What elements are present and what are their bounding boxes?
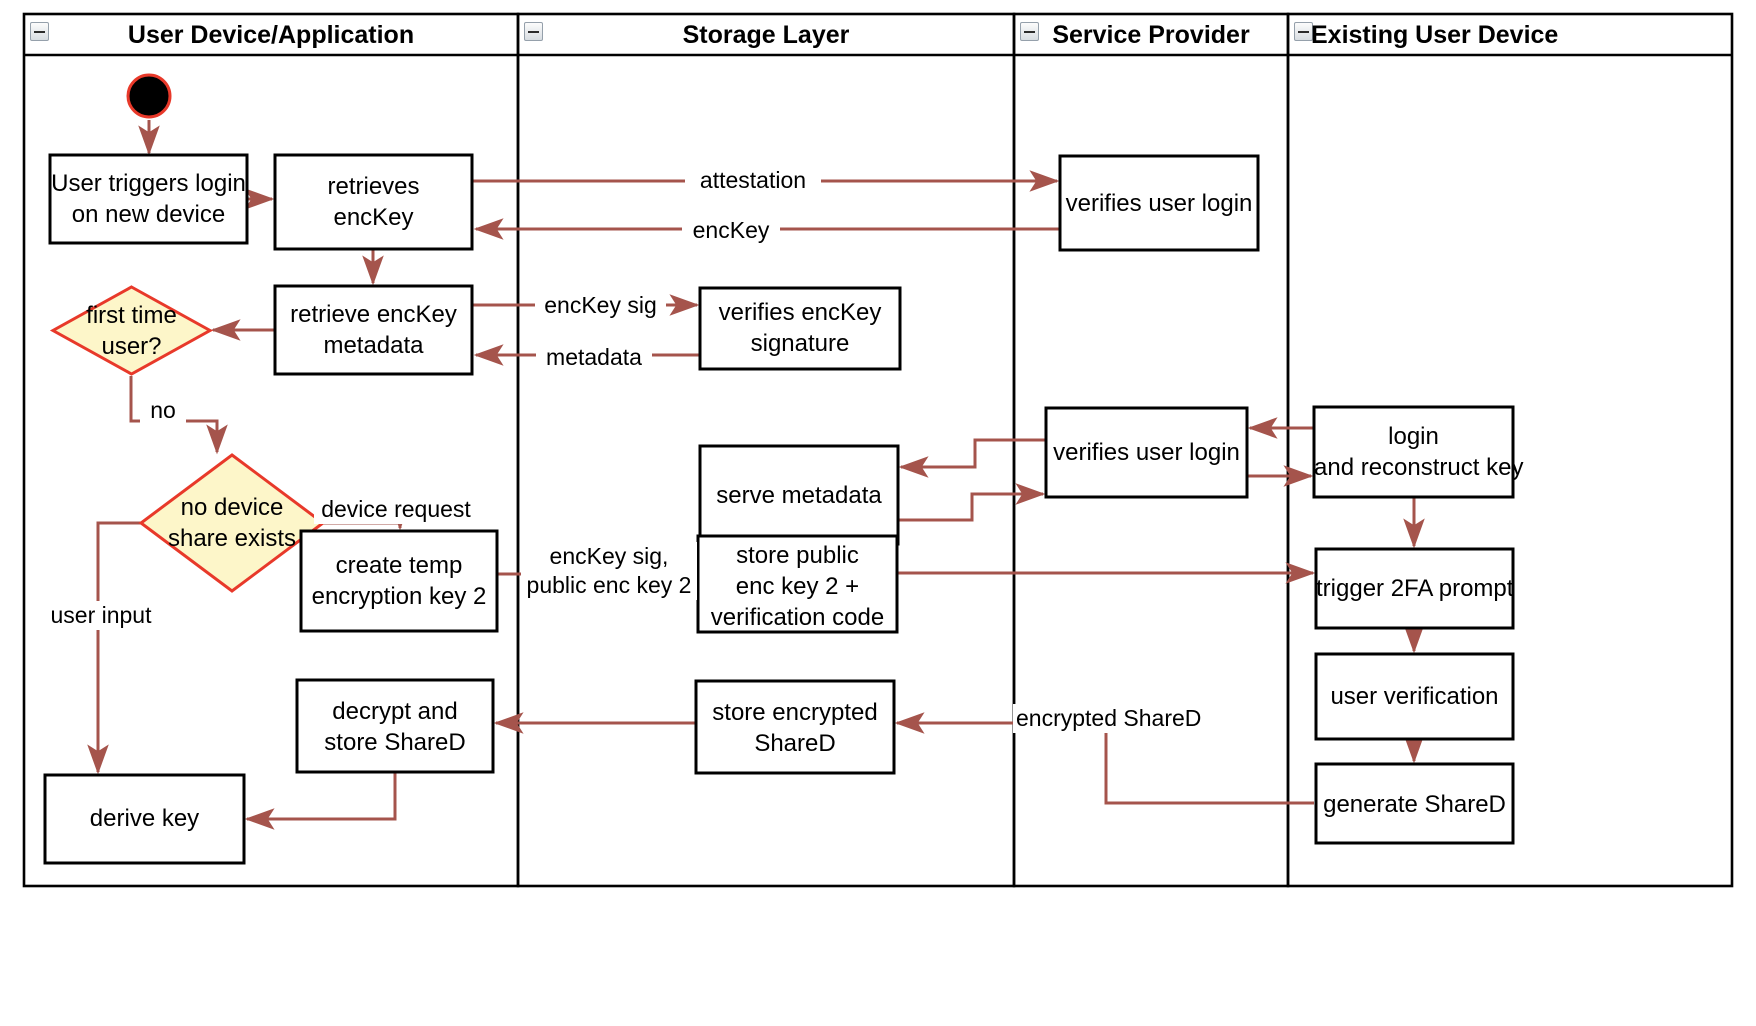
collapse-minus-icon[interactable] [1294, 22, 1313, 41]
node-retrieve-meta[interactable] [273, 284, 474, 376]
node-store-encrypted[interactable] [694, 679, 896, 775]
node-verifies-enckey-sig[interactable] [698, 286, 902, 371]
node-first-time-user[interactable] [49, 285, 214, 376]
node-decrypt-store[interactable] [295, 678, 495, 774]
collapse-minus-icon[interactable] [1020, 22, 1039, 41]
edge-device-request [323, 500, 411, 531]
edge-decrypt-derive [244, 772, 397, 830]
node-user-verification[interactable] [1314, 652, 1515, 741]
node-store-public-key[interactable] [696, 534, 899, 634]
edge-verifies-serve [898, 438, 1046, 478]
node-login-reconstruct[interactable] [1312, 405, 1515, 499]
swimlane-frames [22, 12, 1734, 888]
node-start[interactable] [126, 73, 172, 119]
edge-user-input [87, 521, 141, 775]
edge-serve-verifies [898, 483, 1046, 522]
node-user-triggers[interactable] [48, 153, 249, 245]
collapse-minus-icon[interactable] [30, 22, 49, 41]
lane-header-service-provider: Service Provider [1052, 21, 1250, 49]
node-no-device-share[interactable] [138, 453, 326, 593]
node-generate-shared[interactable] [1314, 762, 1515, 845]
node-derive-key[interactable] [43, 773, 246, 865]
node-verifies-login-2[interactable] [1044, 406, 1249, 499]
node-create-temp-key[interactable] [299, 529, 499, 633]
node-verifies-login-1[interactable] [1058, 154, 1260, 252]
edge-firsttime-no [129, 376, 228, 455]
node-trigger-2fa[interactable] [1314, 547, 1515, 630]
collapse-minus-icon[interactable] [524, 22, 543, 41]
node-serve-metadata[interactable] [698, 444, 900, 546]
lane-header-storage: Storage Layer [682, 21, 850, 49]
lane-header-existing-user-device: Existing User Device [1311, 21, 1559, 49]
lane-header-user-device: User Device/Application [127, 21, 415, 49]
edge-generate-encrypted [894, 712, 1314, 805]
node-layer [43, 73, 1515, 865]
node-retrieves-enckey[interactable] [273, 153, 474, 251]
